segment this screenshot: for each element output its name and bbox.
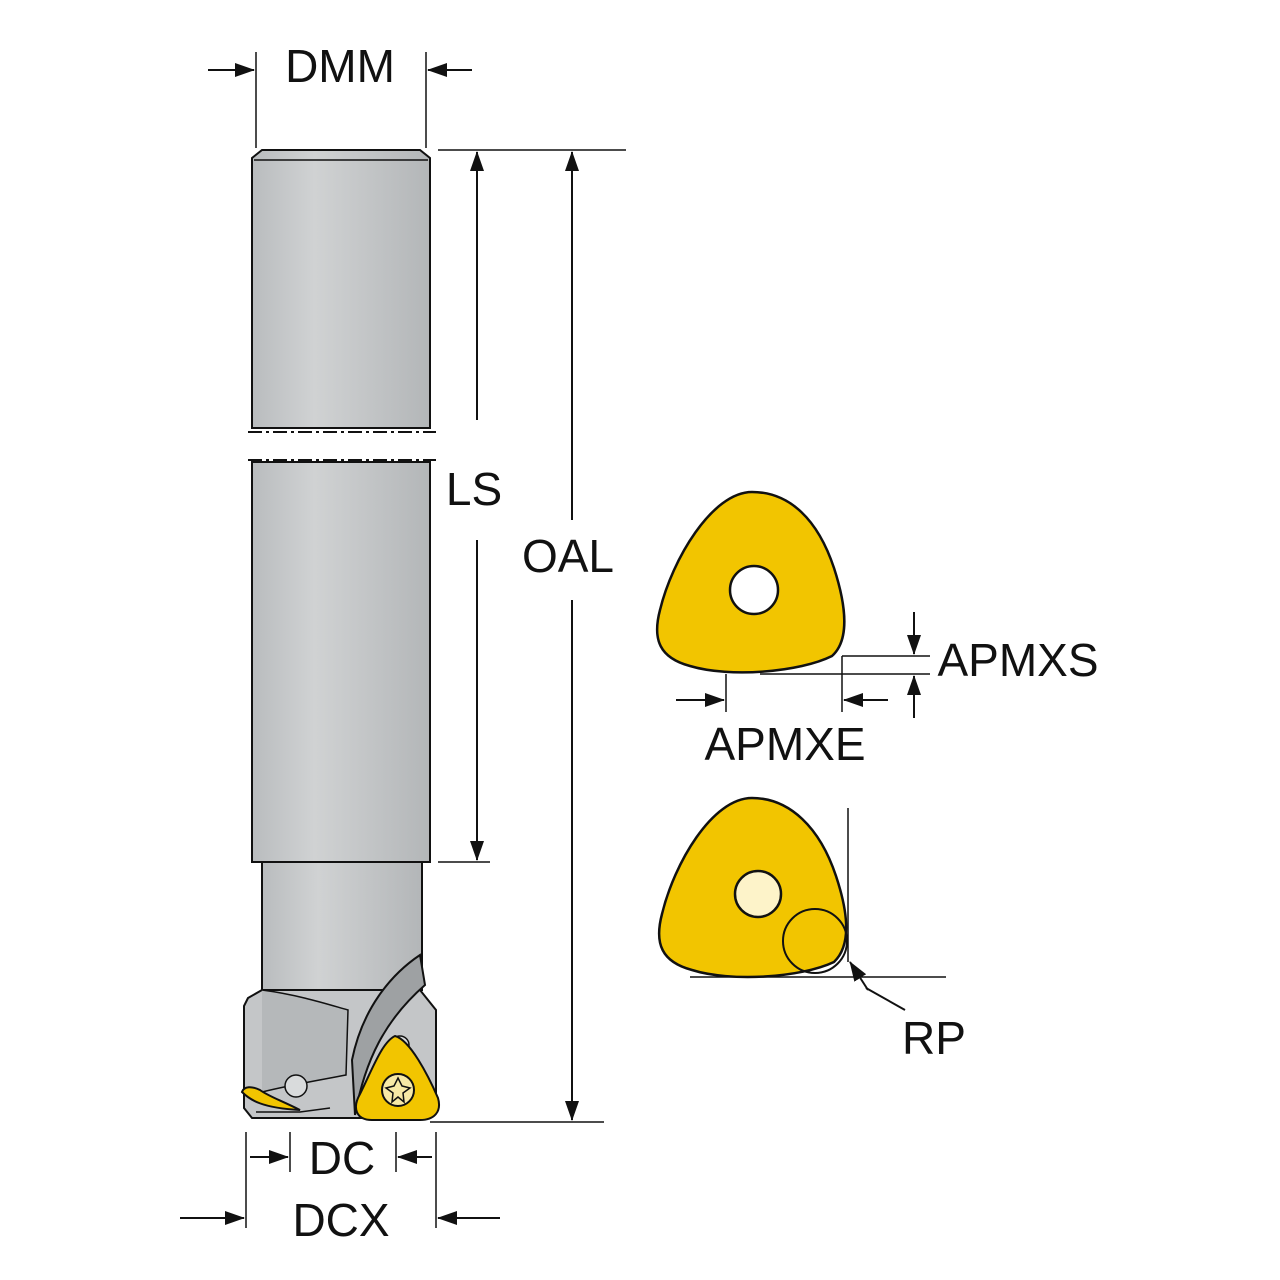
insert-hole: [728, 564, 780, 616]
oal-label: OAL: [522, 530, 614, 582]
rp-label: RP: [902, 1012, 966, 1064]
neck: [261, 861, 423, 991]
insert-detail-apmx: APMXS APMXE: [655, 490, 1099, 770]
flute: [350, 953, 427, 1116]
insert-hole: [733, 869, 783, 919]
shank-lower: [251, 461, 431, 863]
apmxs-label: APMXS: [937, 634, 1098, 686]
torx-screw: [381, 1073, 415, 1107]
dmm-dimension: DMM: [208, 40, 472, 148]
dmm-label: DMM: [285, 40, 395, 92]
dc-dcx-dimensions: DC DCX: [180, 1132, 500, 1246]
screw-hole: [284, 1074, 308, 1098]
corner-radius-circle: [782, 908, 848, 974]
dc-label: DC: [309, 1132, 375, 1184]
torx-icon: [384, 1076, 412, 1104]
apmxe-label: APMXE: [704, 718, 865, 770]
ls-label: LS: [446, 463, 502, 515]
insert-detail-rp: RP: [657, 796, 966, 1064]
dcx-label: DCX: [292, 1194, 389, 1246]
insert-left: [240, 1086, 301, 1111]
end-mill-tool: [240, 149, 440, 1121]
ls-oal-dimensions: LS OAL: [430, 149, 626, 1123]
shank-upper: [251, 149, 431, 429]
